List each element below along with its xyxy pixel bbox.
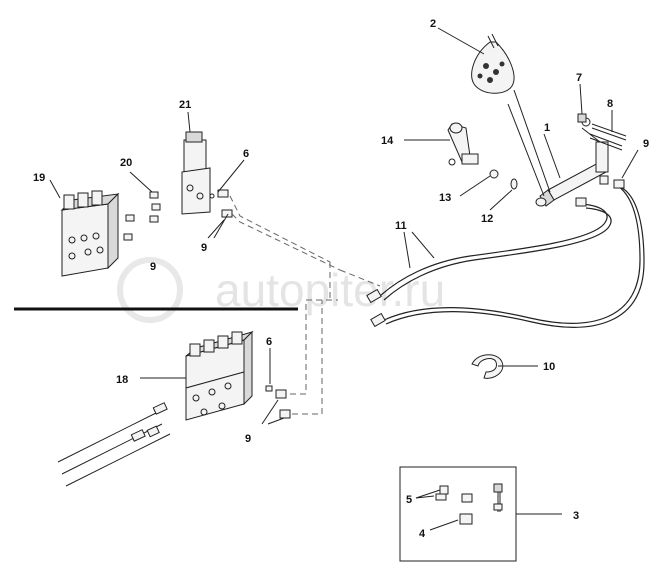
label-14: 14 [381,135,394,147]
label-9-left: 9 [150,261,156,273]
label-19: 19 [33,172,45,184]
routing-dash-upper [229,195,381,300]
label-21: 21 [179,99,191,111]
label-10: 10 [543,361,555,373]
lower-pipes [57,402,171,487]
nut-7 [577,113,587,123]
fittings-20 [123,191,161,241]
label-11: 11 [395,220,407,232]
label-20: 20 [120,157,132,169]
label-18: 18 [116,374,128,386]
label-9-lower: 9 [245,433,251,445]
label-2: 2 [430,18,436,30]
clamp-10 [471,354,504,379]
pin-8 [591,123,627,141]
seal-12 [510,178,518,190]
label-1: 1 [544,122,550,134]
label-9-upper: 9 [201,242,207,254]
valve-block-18 [185,330,291,421]
spare-bag-2 [471,33,515,94]
leader-lines [49,27,639,531]
hydraulic-cylinder-1 [535,117,623,207]
label-9-right: 9 [643,138,649,150]
label-6-upper: 6 [243,148,249,160]
valve-block-19 [60,190,120,277]
label-12: 12 [481,213,493,225]
hoses-11 [366,179,645,328]
label-13: 13 [439,192,451,204]
label-8: 8 [607,98,613,110]
kit-box-3 [399,466,517,562]
label-6-lower: 6 [266,336,272,348]
label-7: 7 [576,72,582,84]
callout-labels: 1 2 3 4 5 6 6 7 8 9 9 9 9 10 11 12 13 14… [33,18,649,540]
label-3: 3 [573,510,579,522]
valve-block-21 [181,131,233,218]
routing-dash-lower [290,299,338,415]
label-4: 4 [419,528,426,540]
label-5: 5 [406,494,412,506]
washer-13 [489,169,499,179]
bracket-14 [447,122,479,166]
